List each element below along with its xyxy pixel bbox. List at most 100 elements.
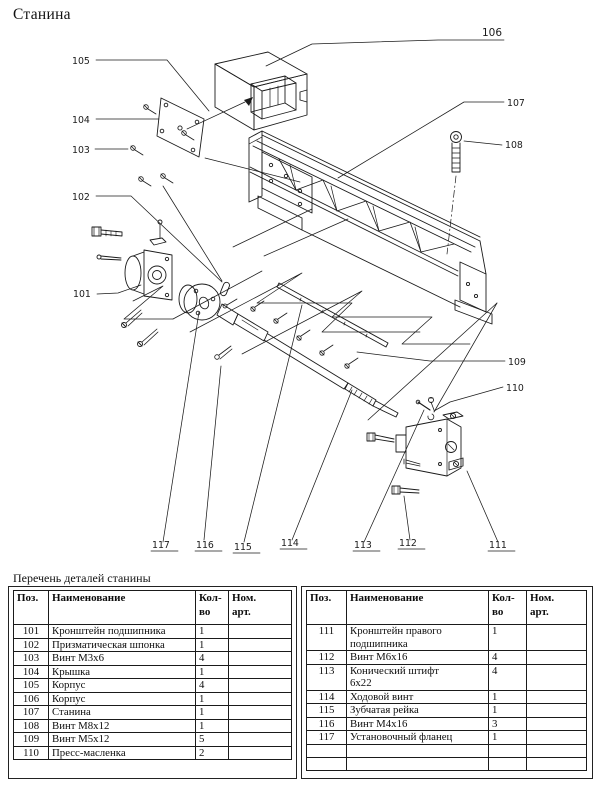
callout-112: 112 [397, 495, 426, 550]
phantom-outlines [123, 185, 498, 421]
rack-screws [250, 300, 359, 369]
callout-label: 101 [73, 289, 91, 300]
callout-105: 105 [72, 56, 210, 112]
lead-screw [216, 303, 399, 418]
header-art-line1: Ном. [232, 592, 257, 604]
cell-pos: 110 [13, 745, 49, 760]
header-qty-line1: Кол- [199, 592, 222, 604]
header-name: Наименование [346, 590, 489, 625]
callout-117: 117 [150, 311, 200, 552]
cell-art [228, 637, 292, 652]
leader-line [463, 140, 503, 146]
leader-line [95, 195, 223, 283]
cell-name: Винт М8х12 [48, 718, 196, 733]
callout-label: 111 [489, 540, 507, 551]
screw-icon [344, 357, 359, 369]
cell-art [526, 730, 587, 745]
header-pos: Поз. [306, 590, 347, 625]
header-pos: Поз. [13, 590, 49, 625]
cell-qty: 5 [195, 732, 229, 747]
cell-art [526, 650, 587, 665]
cell-name: Ходовой винт [346, 689, 489, 704]
header-qty-line2: во [492, 605, 504, 618]
cell-qty: 1 [488, 689, 527, 704]
screw-icon [138, 176, 152, 187]
leader-line [279, 389, 353, 550]
rack [276, 282, 389, 348]
cell-art [526, 716, 587, 731]
leader-line [397, 495, 426, 550]
page-title: Станина [13, 6, 71, 23]
hex-bolt-icon [91, 226, 123, 237]
cell-qty: 4 [488, 663, 527, 691]
table-header-row: Поз. Наименование Кол- во Ном. арт. [13, 590, 292, 625]
cell-pos: 106 [13, 691, 49, 706]
callout-label: 113 [354, 540, 372, 551]
cell-pos [306, 743, 347, 758]
cell-name: Винт М4х16 [346, 716, 489, 731]
leader-line [356, 351, 506, 362]
cell-pos: 116 [306, 716, 347, 731]
pin-icon [96, 254, 122, 261]
cell-qty: 4 [195, 651, 229, 666]
cell-name [346, 743, 489, 758]
cell-qty: 1 [195, 664, 229, 679]
mounting-flange [178, 283, 221, 321]
callout-label: 108 [505, 140, 523, 151]
screw-icon [181, 130, 195, 141]
cell-art [228, 732, 292, 747]
header-art-line2: арт. [530, 605, 549, 618]
header-qty: Кол- во [195, 590, 229, 625]
leader-line [265, 39, 505, 67]
callouts: 105 104 103 102 101 106 107 108 [72, 27, 526, 554]
callout-label: 117 [152, 540, 170, 551]
cell-qty: 4 [195, 678, 229, 693]
cell-qty: 2 [195, 745, 229, 760]
header-name: Наименование [48, 590, 196, 625]
callout-label: 116 [196, 540, 214, 551]
cell-art [228, 705, 292, 720]
cell-name: Винт М5х12 [48, 732, 196, 747]
callout-label: 109 [508, 357, 526, 368]
callout-label: 114 [281, 538, 299, 549]
cell-pos: 103 [13, 651, 49, 666]
cell-name [346, 756, 489, 771]
cell-pos: 112 [306, 650, 347, 665]
hex-screw-icon [391, 485, 420, 495]
screw-icon [121, 309, 143, 328]
cell-art [526, 756, 587, 771]
callout-label: 104 [72, 115, 90, 126]
taper-pin-icon [415, 399, 435, 421]
callout-107: 107 [337, 98, 525, 179]
screw-icon [273, 312, 288, 324]
cell-art [228, 624, 292, 639]
cell-name: Зубчатая рейка [346, 703, 489, 718]
screw-icon [137, 328, 159, 347]
leader-line [150, 311, 200, 552]
flange-screws [214, 298, 238, 360]
cell-pos: 108 [13, 718, 49, 733]
callout-111: 111 [466, 470, 516, 552]
cell-pos [306, 756, 347, 771]
cell-pos: 114 [306, 689, 347, 704]
cell-qty: 1 [488, 624, 527, 651]
cell-pos: 102 [13, 637, 49, 652]
callout-106: 106 [265, 27, 505, 67]
cell-name: Пресс-масленка [48, 745, 196, 760]
cell-pos: 113 [306, 663, 347, 691]
table-row [306, 743, 587, 758]
screw-icon [143, 104, 157, 115]
